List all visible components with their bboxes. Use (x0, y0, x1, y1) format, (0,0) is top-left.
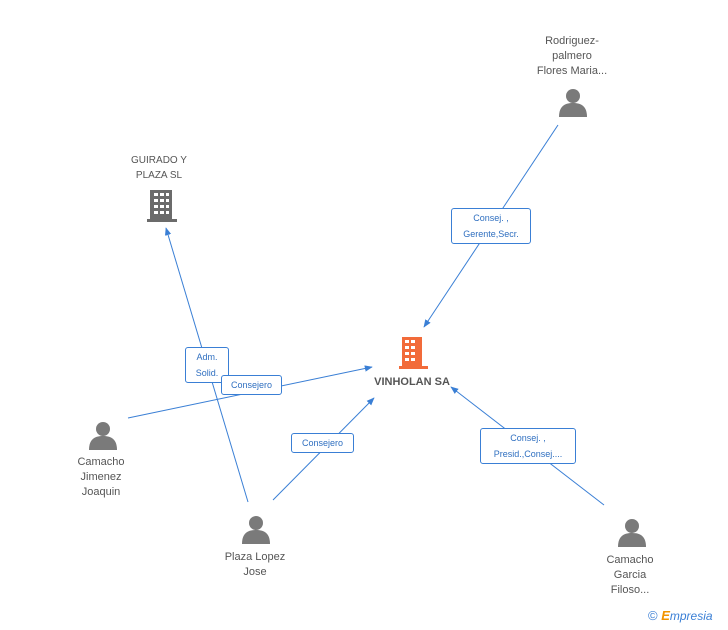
rodriguez-person-icon[interactable] (559, 89, 587, 117)
plaza-lopez-person-icon[interactable] (242, 516, 270, 544)
center-node-label[interactable]: VINHOLAN SA (374, 376, 450, 388)
camacho-garcia-node-label[interactable]: Camacho Garcia Filoso... (606, 554, 654, 596)
copyright-brand: © Empresia (648, 608, 713, 623)
edge-label-plaza-center[interactable]: Consejero (291, 433, 354, 453)
brand-logo-text: mpresia (669, 609, 713, 623)
guirado-node-label[interactable]: GUIRADO Y PLAZA SL (131, 155, 187, 181)
copyright-symbol: © (648, 608, 658, 623)
brand-logo-e: E (661, 608, 670, 623)
camacho-garcia-person-icon[interactable] (618, 519, 646, 547)
edge-label-garcia-center[interactable]: Consej. , Presid.,Consej.... (480, 428, 576, 464)
camacho-jimenez-node-label[interactable]: Camacho Jimenez Joaquin (77, 456, 125, 498)
rodriguez-node-label[interactable]: Rodriguez- palmero Flores Maria... (536, 35, 608, 77)
camacho-jimenez-person-icon[interactable] (89, 422, 117, 450)
edge-label-rodriguez-center[interactable]: Consej. , Gerente,Secr. (451, 208, 531, 244)
plaza-lopez-node-label[interactable]: Plaza Lopez Jose (224, 551, 286, 578)
edge-label-jimenez-center[interactable]: Consejero (221, 375, 282, 395)
center-company-icon[interactable] (399, 337, 428, 369)
guirado-company-icon[interactable] (147, 190, 177, 222)
